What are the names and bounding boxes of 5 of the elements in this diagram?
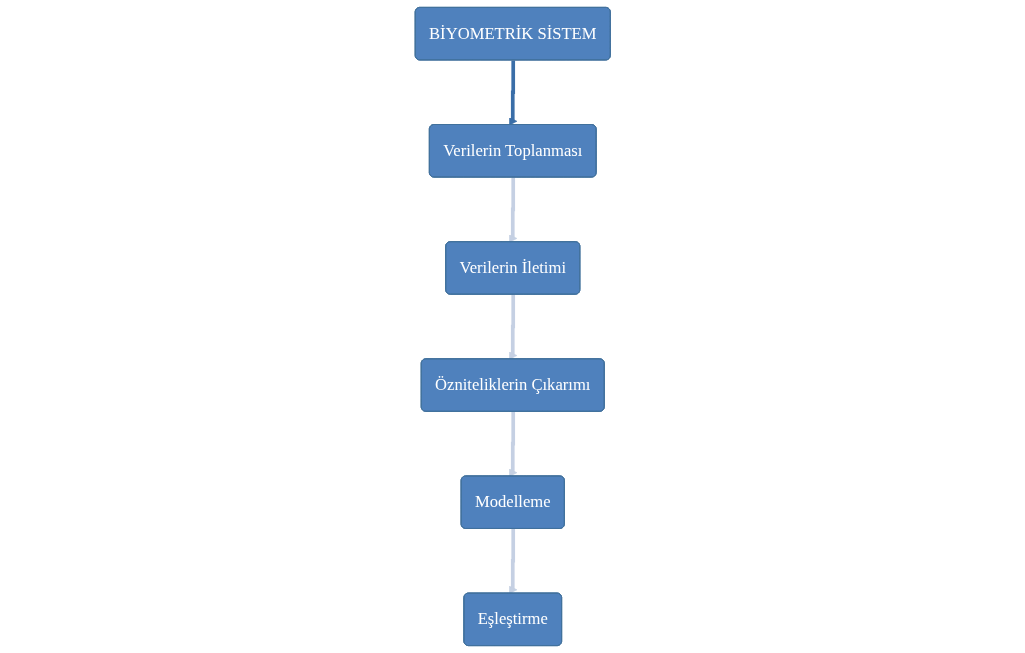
arrow (508, 528, 517, 594)
arrow (508, 294, 517, 360)
arrow (508, 177, 517, 243)
arrow (508, 60, 517, 126)
arrow (508, 411, 517, 477)
